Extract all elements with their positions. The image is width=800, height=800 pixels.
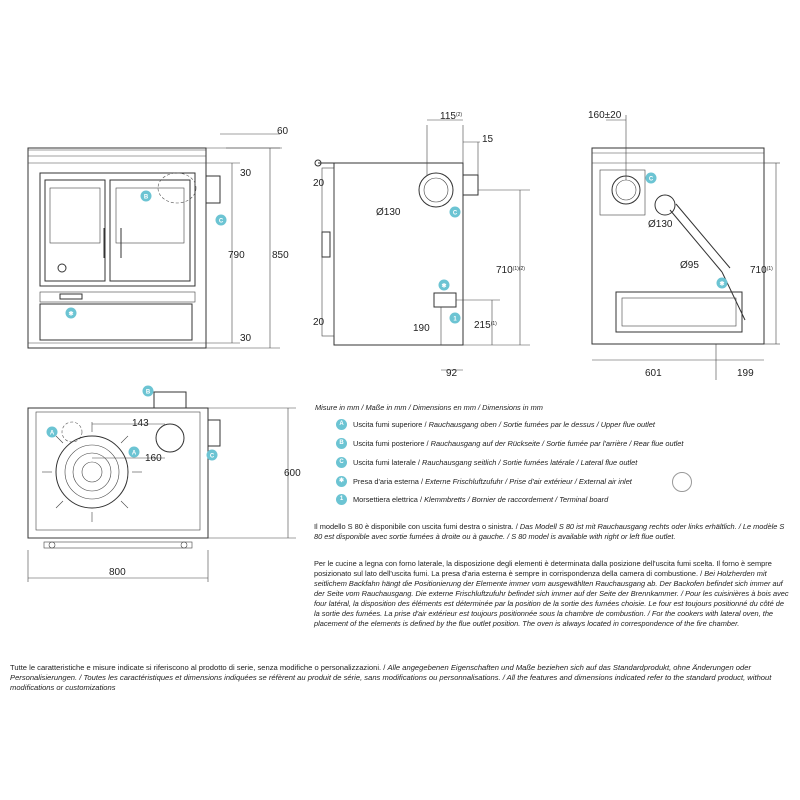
legend-marker-b: B (336, 438, 347, 449)
dim-160-20: 160±20 (588, 110, 622, 121)
marker-star-side: ✱ (438, 279, 450, 291)
rear-view: 160±20 Ø130 Ø95 710(1) 601 199 C ✱ (588, 110, 780, 380)
dim-115: 115(2) (440, 111, 462, 122)
front-view: 60 30 790 850 30 B C ✱ (27, 126, 289, 349)
dim-60: 60 (277, 126, 289, 137)
svg-text:B: B (144, 195, 149, 201)
dim-790: 790 (228, 250, 245, 261)
side-view: 115(2) 15 20 Ø130 710(1)(2) 20 190 215(1… (313, 111, 530, 379)
dim-92: 92 (446, 368, 458, 379)
dim-15: 15 (482, 134, 494, 145)
svg-text:A: A (50, 431, 55, 437)
svg-text:✱: ✱ (68, 311, 73, 318)
dim-215: 215(1) (474, 320, 497, 331)
dim-20-bottom: 20 (313, 317, 325, 328)
external-air-inlet-icon (672, 472, 692, 492)
legend-title: Misure in mm / Maße in mm / Dimensions e… (315, 403, 543, 412)
svg-text:A: A (132, 451, 137, 457)
dim-710-side: 710(1)(2) (496, 265, 525, 276)
side-flue-box (205, 175, 221, 204)
dim-190: 190 (413, 323, 430, 334)
front-drawer (39, 303, 193, 341)
svg-text:C: C (649, 177, 654, 183)
left-door (44, 179, 106, 282)
legend-marker-a: A (336, 419, 347, 430)
marker-b-top: B (142, 385, 154, 397)
dim-199: 199 (737, 368, 754, 379)
marker-c-front: C (215, 214, 227, 226)
svg-text:1: 1 (453, 317, 457, 323)
svg-text:✱: ✱ (441, 283, 446, 290)
svg-text:C: C (210, 454, 215, 460)
dim-143: 143 (132, 418, 149, 429)
legend-marker-star: ✱ (336, 476, 347, 487)
dim-160-top: 160 (145, 453, 162, 464)
dim-601: 601 (645, 368, 662, 379)
top-view: 143 160 600 800 B A A C (27, 385, 301, 582)
dim-30-top: 30 (240, 168, 252, 179)
marker-c-side: C (449, 206, 461, 218)
dim-30-bottom: 30 (240, 333, 252, 344)
marker-1-side: 1 (449, 312, 461, 324)
svg-text:✱: ✱ (719, 281, 724, 288)
dim-800: 800 (109, 567, 126, 578)
dim-710-rear: 710(1) (750, 265, 773, 276)
svg-text:C: C (453, 211, 458, 217)
dim-95-rear: Ø95 (680, 260, 699, 271)
dim-130-side: Ø130 (376, 207, 401, 218)
footer-disclaimer: Tutte le caratteristiche e misure indica… (10, 663, 772, 692)
marker-star-rear: ✱ (716, 277, 728, 289)
side-flue-circle (418, 172, 454, 208)
right-door (109, 179, 191, 282)
marker-a-top-right: A (128, 446, 140, 458)
side-air-inlet (433, 292, 457, 308)
front-door-frame (39, 172, 196, 287)
rear-oven-block (615, 291, 743, 333)
dim-130-rear: Ø130 (648, 219, 673, 230)
marker-b-front: B (140, 190, 152, 202)
dim-850: 850 (272, 250, 289, 261)
dim-600: 600 (284, 468, 301, 479)
svg-text:B: B (146, 390, 151, 396)
marker-c-top: C (206, 449, 218, 461)
marker-star-front: ✱ (65, 307, 77, 319)
svg-text:C: C (219, 219, 224, 225)
legend-marker-1: 1 (336, 494, 347, 505)
cooktop-rings (55, 435, 129, 509)
note-element-placement: Per le cucine a legna con forno laterale… (314, 559, 789, 628)
legend-marker-c: C (336, 457, 347, 468)
marker-a-top-left: A (46, 426, 58, 438)
note-model-availability: Il modello S 80 è disponibile con uscita… (314, 522, 785, 541)
top-flue-circle (155, 423, 185, 453)
dim-20-top: 20 (313, 178, 325, 189)
marker-c-rear: C (645, 172, 657, 184)
